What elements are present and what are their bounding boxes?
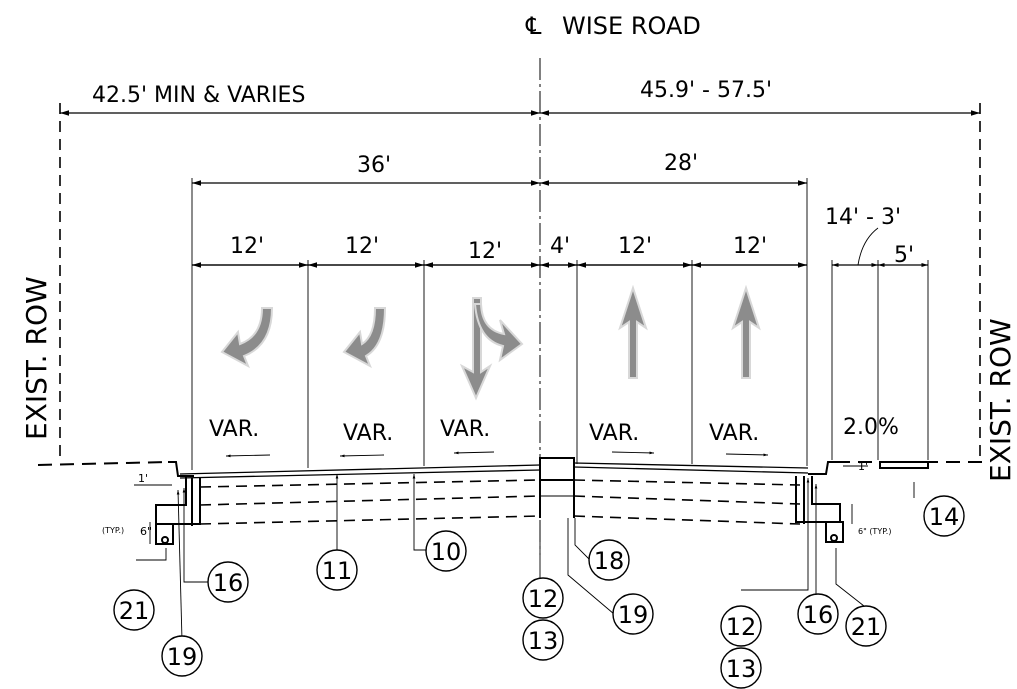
dim-sidewalk-label: 5' <box>894 243 914 268</box>
lane-6-width: 12' <box>733 234 767 259</box>
svg-text:21: 21 <box>119 597 150 625</box>
svg-text:19: 19 <box>618 601 649 629</box>
sidewalk-leader <box>857 227 879 266</box>
lane-2-width: 12' <box>345 234 379 259</box>
dim-sidewalk-total-label: 14' - 3' <box>825 205 901 230</box>
callout-16-right: 16 <box>797 593 839 635</box>
through-right-arrow-icon <box>459 297 524 401</box>
slope-label-sidewalk: 2.0% <box>843 415 899 440</box>
svg-text:16: 16 <box>213 569 244 597</box>
slope-arrows <box>225 451 769 458</box>
callout-16-left: 16 <box>207 561 249 603</box>
callout-19-left: 19 <box>161 635 203 677</box>
lane-1-width: 12' <box>230 234 264 259</box>
curb-depth-right: 6" (TYP.) <box>858 527 891 536</box>
pavement-layers <box>199 479 801 525</box>
left-turn-arrow-icon <box>220 307 274 369</box>
callout-18: 18 <box>588 539 630 581</box>
median <box>539 457 575 518</box>
callout-11: 11 <box>316 549 358 591</box>
curb-offset-right: 1' <box>858 460 868 473</box>
callout-leaders <box>136 474 915 641</box>
centerline-symbol: ℄ <box>525 12 542 40</box>
road-name: WISE ROAD <box>562 12 701 40</box>
svg-text:16: 16 <box>803 601 834 629</box>
dim-left-total-label: 42.5' MIN & VARIES <box>92 83 305 108</box>
dim-right-total-label: 45.9' - 57.5' <box>640 78 772 103</box>
callout-13-left: 13 <box>522 619 564 661</box>
svg-text:18: 18 <box>594 547 625 575</box>
curb-left <box>155 461 201 545</box>
svg-text:13: 13 <box>528 627 559 655</box>
lane-5-width: 12' <box>618 234 652 259</box>
ground-left <box>37 461 169 466</box>
svg-text:14: 14 <box>929 503 960 531</box>
svg-text:10: 10 <box>431 538 462 566</box>
pavement-surface <box>179 462 809 479</box>
svg-text:13: 13 <box>726 655 757 683</box>
through-arrow-icon <box>731 284 761 379</box>
left-turn-arrow-icon <box>342 307 387 369</box>
lane-lines <box>191 178 929 470</box>
slope-label-3: VAR. <box>440 417 490 442</box>
through-arrow-icon <box>618 284 648 379</box>
callout-10: 10 <box>425 530 467 572</box>
svg-text:21: 21 <box>851 613 882 641</box>
curb-typ-left: (TYP.) <box>102 526 124 535</box>
svg-text:11: 11 <box>322 557 353 585</box>
slope-label-6: VAR. <box>709 421 759 446</box>
svg-text:12: 12 <box>528 585 559 613</box>
row-label-right: EXIST. ROW <box>984 318 1017 482</box>
dim-right-pavement-label: 28' <box>664 151 698 176</box>
callout-14: 14 <box>923 495 965 537</box>
callout-12-left: 12 <box>522 577 564 619</box>
slope-label-2: VAR. <box>343 421 393 446</box>
callout-12-right: 12 <box>720 605 762 647</box>
callout-19-center: 19 <box>612 593 654 635</box>
callout-21-left: 21 <box>113 589 155 631</box>
curb-right <box>795 461 844 543</box>
svg-text:19: 19 <box>167 643 198 671</box>
median-width: 4' <box>550 234 570 259</box>
slope-label-5: VAR. <box>589 421 639 446</box>
curb-depth-left: 6" <box>140 525 152 538</box>
sidewalk-slab <box>879 461 929 469</box>
row-label-left: EXIST. ROW <box>20 276 53 440</box>
slope-label-1: VAR. <box>209 417 259 442</box>
svg-text:12: 12 <box>726 613 757 641</box>
callout-21-right: 21 <box>845 605 887 647</box>
dim-left-pavement-label: 36' <box>357 153 391 178</box>
callout-13-right: 13 <box>720 647 762 689</box>
curb-offset-left: 1' <box>138 472 148 485</box>
lane-3-width: 12' <box>468 239 502 264</box>
